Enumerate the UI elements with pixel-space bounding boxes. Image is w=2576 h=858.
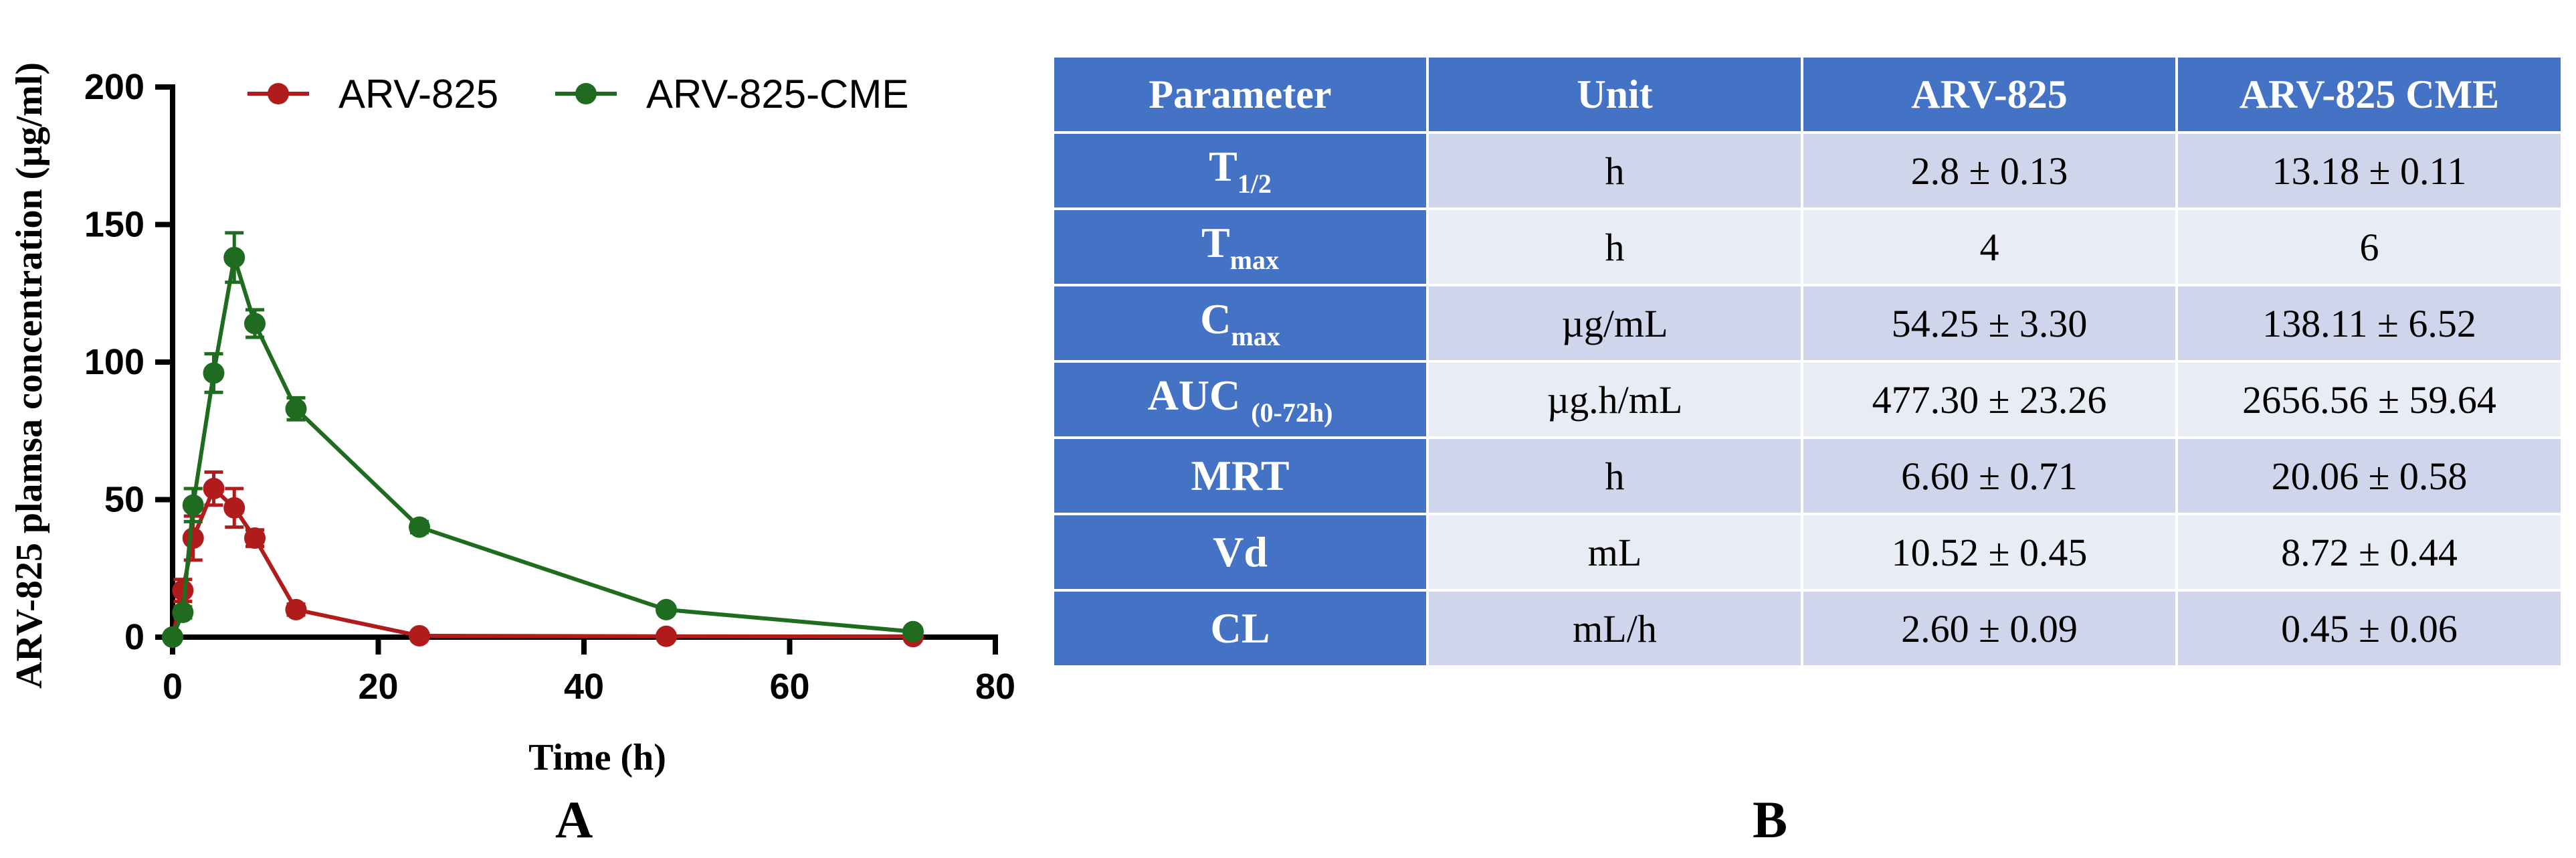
parameter-symbol: MRT bbox=[1191, 452, 1290, 499]
data-point bbox=[162, 626, 183, 648]
parameter-symbol: AUC bbox=[1147, 371, 1252, 419]
cell-arv-825-cme: 2656.56 ± 59.64 bbox=[2175, 360, 2563, 439]
data-point bbox=[285, 398, 307, 420]
legend-item: ARV-825-CME bbox=[555, 72, 908, 116]
header-arv-825: ARV-825 bbox=[1801, 55, 2178, 134]
data-point bbox=[409, 624, 430, 647]
cell-parameter: AUC (0-72h) bbox=[1052, 360, 1429, 439]
legend-label: ARV-825-CME bbox=[646, 72, 908, 116]
cell-arv-825-cme: 138.11 ± 6.52 bbox=[2175, 284, 2563, 363]
parameter-subscript: max bbox=[1231, 321, 1280, 351]
x-tick-label: 60 bbox=[769, 667, 809, 707]
legend-item: ARV-825 bbox=[247, 72, 498, 116]
x-axis-title: Time (h) bbox=[528, 737, 666, 778]
series-line bbox=[171, 256, 914, 638]
parameter-subscript: (0-72h) bbox=[1251, 398, 1333, 428]
cell-arv-825: 10.52 ± 0.45 bbox=[1801, 513, 2178, 592]
x-tick-label: 20 bbox=[358, 667, 398, 707]
parameter-symbol: T bbox=[1209, 143, 1237, 190]
chart-axes: 0 20 40 60 80 0 50 100 150 200 bbox=[84, 67, 1015, 707]
x-tick-label: 80 bbox=[975, 667, 1015, 707]
cell-arv-825: 4 bbox=[1801, 207, 2178, 286]
data-point bbox=[223, 246, 245, 268]
legend-label: ARV-825 bbox=[338, 72, 498, 116]
data-point bbox=[656, 625, 677, 647]
panel-b-label: B bbox=[1753, 790, 1788, 849]
parameter-symbol: Vd bbox=[1213, 528, 1268, 576]
panel-a-label: A bbox=[555, 790, 593, 849]
cell-unit: µg/mL bbox=[1426, 284, 1803, 363]
chart-legend: ARV-825 ARV-825-CME bbox=[247, 72, 908, 116]
cell-arv-825-cme: 8.72 ± 0.44 bbox=[2175, 513, 2563, 592]
data-point bbox=[182, 527, 204, 549]
cell-arv-825: 477.30 ± 23.26 bbox=[1801, 360, 2178, 439]
cell-arv-825: 2.60 ± 0.09 bbox=[1801, 589, 2178, 668]
data-point bbox=[656, 598, 677, 620]
y-tick-label: 150 bbox=[84, 205, 144, 245]
cell-parameter: Vd bbox=[1052, 513, 1429, 592]
cell-arv-825-cme: 13.18 ± 0.11 bbox=[2175, 131, 2563, 210]
legend-marker bbox=[575, 83, 597, 104]
header-arv-825-cme: ARV-825 CME bbox=[2175, 55, 2563, 134]
data-point bbox=[223, 497, 245, 519]
cell-parameter: MRT bbox=[1052, 436, 1429, 515]
cell-arv-825-cme: 6 bbox=[2175, 207, 2563, 286]
parameter-subscript: 1/2 bbox=[1237, 169, 1272, 199]
cell-unit: h bbox=[1426, 207, 1803, 286]
cell-arv-825: 54.25 ± 3.30 bbox=[1801, 284, 2178, 363]
data-point bbox=[902, 620, 924, 642]
x-tick-label: 40 bbox=[564, 667, 604, 707]
cell-unit: µg.h/mL bbox=[1426, 360, 1803, 439]
cell-parameter: T1/2 bbox=[1052, 131, 1429, 210]
cell-unit: mL bbox=[1426, 513, 1803, 592]
x-tick-label: 0 bbox=[163, 667, 183, 707]
cell-arv-825-cme: 20.06 ± 0.58 bbox=[2175, 436, 2563, 515]
cell-parameter: CL bbox=[1052, 589, 1429, 668]
header-parameter: Parameter bbox=[1052, 55, 1429, 134]
y-tick-label: 0 bbox=[124, 617, 144, 657]
cell-unit: h bbox=[1426, 436, 1803, 515]
data-point bbox=[409, 516, 430, 538]
chart-series bbox=[162, 231, 924, 648]
series-line bbox=[171, 485, 914, 639]
data-point bbox=[244, 313, 266, 335]
y-tick-label: 100 bbox=[84, 342, 144, 382]
header-unit: Unit bbox=[1426, 55, 1803, 134]
cell-unit: h bbox=[1426, 131, 1803, 210]
data-point bbox=[285, 598, 307, 620]
parameter-symbol: C bbox=[1200, 295, 1231, 343]
cell-unit: mL/h bbox=[1426, 589, 1803, 668]
table-header-row: Parameter Unit ARV-825 ARV-825 CME bbox=[1052, 55, 2563, 134]
data-point bbox=[244, 527, 266, 549]
y-tick-label: 50 bbox=[104, 480, 144, 520]
data-point bbox=[182, 494, 204, 516]
series-arv-825-cme bbox=[162, 231, 924, 648]
legend-marker bbox=[268, 83, 289, 104]
data-point bbox=[172, 602, 194, 624]
data-point bbox=[203, 362, 225, 384]
parameter-symbol: T bbox=[1201, 219, 1230, 266]
y-tick-label: 200 bbox=[84, 67, 144, 107]
cell-parameter: Tmax bbox=[1052, 207, 1429, 286]
pk-line-chart: 0 20 40 60 80 0 50 100 150 200 ARV-825 ARV-825-CME… bbox=[9, 62, 1015, 778]
parameter-subscript: max bbox=[1229, 245, 1279, 275]
cell-arv-825: 2.8 ± 0.13 bbox=[1801, 131, 2178, 210]
data-point bbox=[172, 580, 194, 602]
data-point bbox=[203, 478, 225, 500]
cell-arv-825-cme: 0.45 ± 0.06 bbox=[2175, 589, 2563, 668]
y-axis-title: ARV-825 plamsa concentration (µg/ml) bbox=[9, 62, 50, 689]
parameter-symbol: CL bbox=[1210, 604, 1270, 652]
cell-parameter: Cmax bbox=[1052, 284, 1429, 363]
cell-arv-825: 6.60 ± 0.71 bbox=[1801, 436, 2178, 515]
